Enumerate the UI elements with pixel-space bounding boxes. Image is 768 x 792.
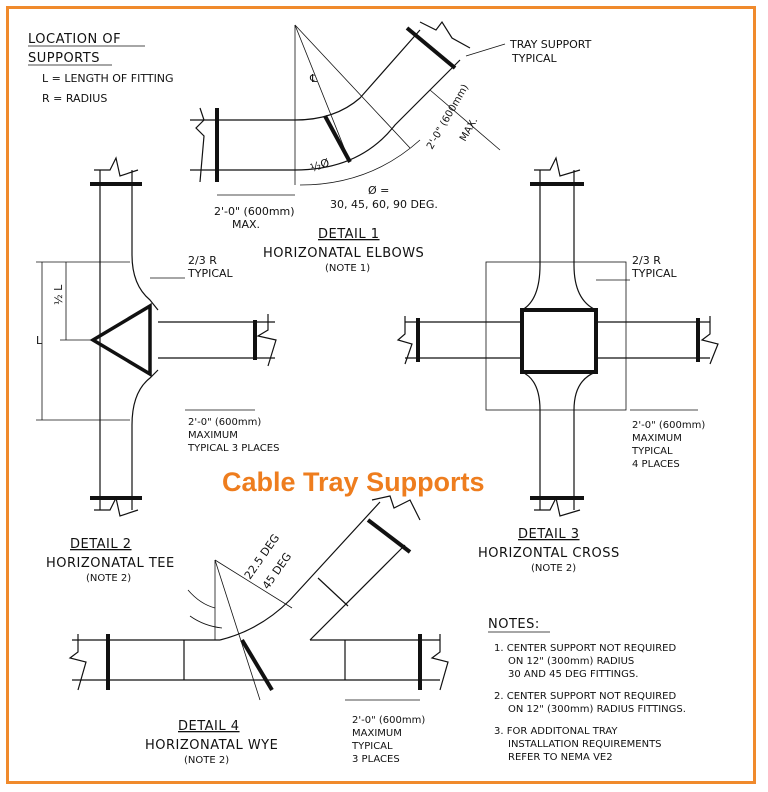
- cross-break-right: [700, 316, 719, 365]
- elbow-support-center: [323, 115, 352, 163]
- tee-dim-l: L: [36, 334, 43, 347]
- cross-vert-right-upper: [573, 170, 597, 311]
- tee-dim-half-l: ½ L: [52, 284, 65, 305]
- elbow-callout-typical: TYPICAL: [511, 52, 558, 65]
- legend-r-definition: R = RADIUS: [42, 92, 107, 105]
- legend: LOCATION OF SUPPORTS L = LENGTH OF FITTI…: [28, 32, 174, 105]
- tee-max-c: TYPICAL 3 PLACES: [187, 443, 279, 454]
- note-1-line-2: ON 12" (300mm) RADIUS: [508, 656, 634, 667]
- detail-4-wye: 22.5 DEG 45 DEG 2'-0" (600mm) MAXIMUM TY…: [68, 495, 449, 766]
- cross-max-a: 2'-0" (600mm): [632, 420, 705, 431]
- elbow-break-left: [195, 107, 205, 183]
- cross-max-b: MAXIMUM: [632, 433, 682, 444]
- wye-branch-inner: [309, 544, 406, 641]
- cross-radius-b: TYPICAL: [631, 267, 678, 280]
- wye-joint-branch: [317, 577, 349, 607]
- detail-1-label: DETAIL 1: [318, 227, 380, 242]
- wye-break-branch: [371, 495, 421, 521]
- detail-2-label: DETAIL 2: [70, 537, 132, 552]
- detail-3-name: HORIZONTAL CROSS: [478, 546, 620, 561]
- cross-max-d: 4 PLACES: [632, 459, 680, 470]
- detail-2-note: (NOTE 2): [86, 573, 131, 584]
- wye-support-center: [240, 638, 274, 692]
- detail-4-name: HORIZONATAL WYE: [145, 738, 278, 753]
- detail-3-cross: 2/3 R TYPICAL 2'-0" (600mm) MAXIMUM TYPI…: [396, 156, 719, 574]
- detail-1-elbow: TRAY SUPPORT TYPICAL ℄ ½Ø 2'-0" (600mm) …: [190, 20, 592, 274]
- notes-block: NOTES: 1. CENTER SUPPORT NOT REQUIRED ON…: [488, 617, 686, 763]
- elbow-callout-text: TRAY SUPPORT: [509, 38, 592, 51]
- detail-4-note: (NOTE 2): [184, 755, 229, 766]
- detail-1-note: (NOTE 1): [325, 263, 370, 274]
- elbow-radius-line-center: [294, 24, 346, 151]
- cross-break-bottom: [534, 496, 581, 517]
- elbow-dim-rot-line: [429, 89, 501, 151]
- elbow-break-end: [419, 20, 471, 49]
- legend-heading-1: LOCATION OF: [28, 32, 121, 47]
- tee-radius-a: 2/3 R: [188, 254, 217, 267]
- tee-run-right-upper: [131, 170, 159, 311]
- cross-vert-left-upper: [521, 170, 541, 311]
- detail-3-label: DETAIL 3: [518, 527, 580, 542]
- cross-center-support: [520, 308, 598, 374]
- note-1-line-3: 30 AND 45 DEG FITTINGS.: [508, 669, 638, 680]
- note-3-line-3: REFER TO NEMA VE2: [508, 752, 613, 763]
- wye-support-branch: [366, 518, 412, 554]
- detail-4-label: DETAIL 4: [178, 719, 240, 734]
- elbow-curve-outer: [294, 59, 461, 171]
- wye-break-left: [68, 634, 87, 691]
- wye-branch-outer: [219, 501, 381, 641]
- detail-2-name: HORIZONATAL TEE: [46, 556, 175, 571]
- cross-break-left: [396, 316, 413, 365]
- wye-angle-line-b: [214, 559, 293, 609]
- wye-max-b: MAXIMUM: [352, 728, 402, 739]
- tee-break-top: [94, 156, 139, 177]
- wye-break-right: [430, 634, 449, 691]
- tee-max-a: 2'-0" (600mm): [188, 417, 261, 428]
- note-1-line-1: 1. CENTER SUPPORT NOT REQUIRED: [494, 643, 676, 654]
- cross-outline-box: [485, 261, 627, 411]
- elbow-curve-inner: [294, 29, 421, 121]
- elbow-dim-max-b: MAX.: [232, 218, 260, 231]
- tee-break-bottom: [94, 496, 139, 517]
- cross-vert-right-lower: [573, 371, 597, 510]
- note-2-line-2: ON 12" (300mm) RADIUS FITTINGS.: [508, 704, 686, 715]
- wye-max-a: 2'-0" (600mm): [352, 715, 425, 726]
- note-3-line-1: 3. FOR ADDITONAL TRAY: [494, 726, 618, 737]
- tee-center-support-triangle: [89, 302, 152, 378]
- tee-run-right-lower: [131, 369, 159, 510]
- elbow-angle-values: 30, 45, 60, 90 DEG.: [330, 198, 438, 211]
- wye-angle-arc-a: [187, 589, 216, 609]
- legend-heading-2: SUPPORTS: [28, 51, 100, 66]
- cross-break-top: [534, 156, 581, 177]
- notes-heading: NOTES:: [488, 617, 540, 632]
- elbow-support-end: [405, 26, 457, 70]
- wye-angle-line-a: [214, 559, 261, 701]
- elbow-callout-leader: [465, 43, 506, 57]
- elbow-centerline-symbol: ℄: [309, 72, 317, 85]
- note-2-line-1: 2. CENTER SUPPORT NOT REQUIRED: [494, 691, 676, 702]
- elbow-dim-rotated-max: MAX.: [458, 116, 480, 144]
- detail-3-note: (NOTE 2): [531, 563, 576, 574]
- detail-1-name: HORIZONATAL ELBOWS: [263, 246, 424, 261]
- tee-radius-b: TYPICAL: [187, 267, 234, 280]
- cross-radius-a: 2/3 R: [632, 254, 661, 267]
- note-3-line-2: INSTALLATION REQUIREMENTS: [508, 739, 662, 750]
- wye-angle-arc-b: [189, 615, 223, 629]
- detail-2-tee: L ½ L 2/3 R TYPICAL 2'-0" (600mm) MAXIMU…: [36, 156, 279, 584]
- elbow-angle-label: Ø =: [368, 184, 389, 197]
- elbow-radius-line-end: [294, 24, 411, 149]
- elbow-half-angle: ½Ø: [309, 156, 332, 175]
- wye-max-d: 3 PLACES: [352, 754, 400, 765]
- wye-max-c: TYPICAL: [351, 741, 393, 752]
- elbow-dim-max-a: 2'-0" (600mm): [214, 205, 295, 218]
- tee-max-b: MAXIMUM: [188, 430, 238, 441]
- elbow-angle-arc: [299, 139, 421, 186]
- tee-break-branch: [256, 314, 277, 367]
- legend-l-definition: L = LENGTH OF FITTING: [42, 72, 174, 85]
- drawing-frame: [6, 6, 756, 784]
- page-title: Cable Tray Supports: [222, 467, 485, 497]
- cross-max-c: TYPICAL: [631, 446, 673, 457]
- cross-vert-left-lower: [521, 371, 541, 510]
